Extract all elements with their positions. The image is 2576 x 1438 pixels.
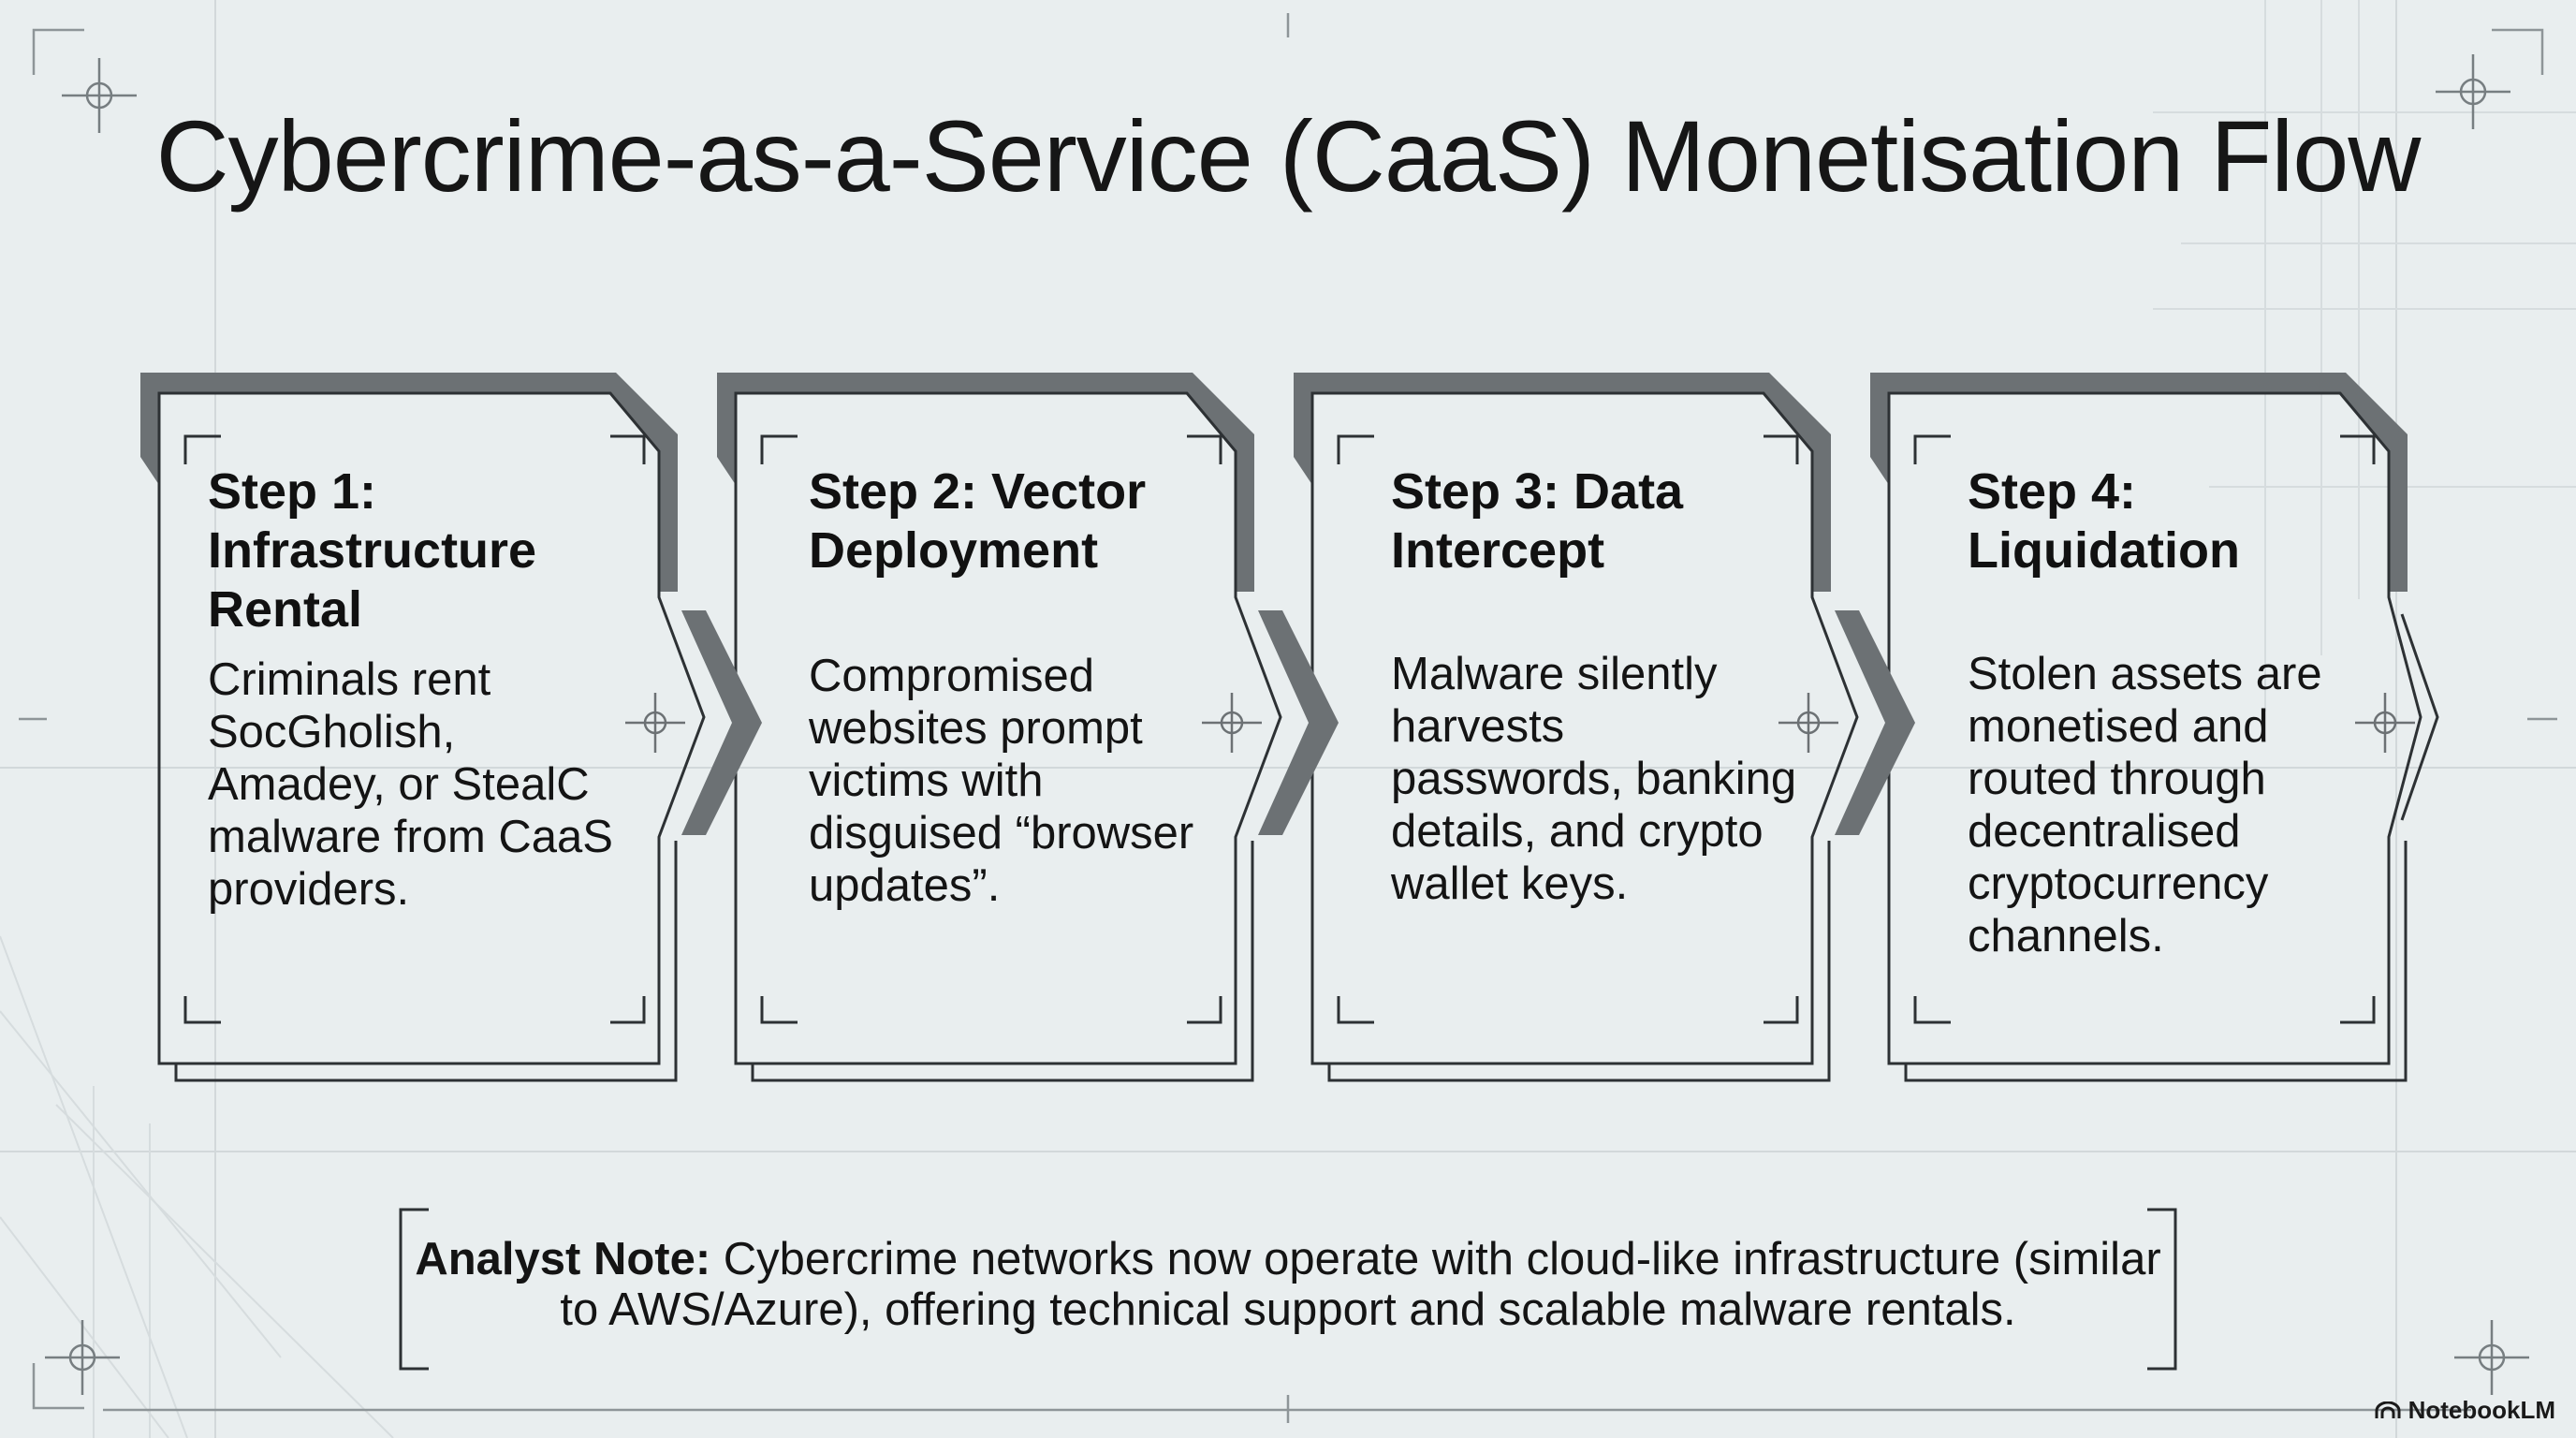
crosshair-icon bbox=[2355, 693, 2415, 753]
note-brackets bbox=[399, 1208, 2177, 1371]
step-card-3: Step 3: Data Intercept Malware silently … bbox=[1292, 373, 1859, 1084]
step-card-2: Step 2: Vector Deployment Compromised we… bbox=[715, 373, 1282, 1084]
step-frame bbox=[717, 373, 1282, 1082]
step-title: Step 2: Vector Deployment bbox=[809, 463, 1147, 579]
step-description: Malware silently harvests passwords, ban… bbox=[1391, 649, 1797, 909]
analyst-note: Analyst Note: Cybercrime networks now op… bbox=[399, 1234, 2177, 1335]
brand-name: NotebookLM bbox=[2408, 1396, 2555, 1424]
step-frame bbox=[140, 373, 706, 1082]
step-title: Step 4: Liquidation bbox=[1968, 463, 2240, 579]
chevron-right-icon bbox=[1835, 610, 1915, 835]
step-description: Compromised websites prompt victims with… bbox=[809, 651, 1194, 911]
step-description: Criminals rent SocGholish, Amadey, or St… bbox=[208, 654, 613, 915]
analyst-note-label: Analyst Note: bbox=[415, 1234, 711, 1284]
step-frame bbox=[1294, 373, 1859, 1082]
chevron-right-icon bbox=[681, 610, 762, 835]
notebooklm-logo-icon bbox=[2375, 1401, 2401, 1418]
step-title: Step 3: Data Intercept bbox=[1391, 463, 1684, 579]
step-card-1: Step 1: Infrastructure Rental Criminals … bbox=[139, 373, 706, 1084]
step-title: Step 1: Infrastructure Rental bbox=[208, 463, 537, 638]
brand-footer: NotebookLM bbox=[2375, 1396, 2555, 1425]
step-frame bbox=[1870, 373, 2439, 1082]
crosshair-icon bbox=[1202, 693, 1262, 753]
step-description: Stolen assets are monetised and routed t… bbox=[1968, 649, 2322, 961]
corner-crosshair-icons bbox=[45, 54, 2529, 1395]
crosshair-icon bbox=[1778, 693, 1838, 753]
analyst-note-text: Cybercrime networks now operate with clo… bbox=[560, 1234, 2161, 1335]
page-title: Cybercrime-as-a-Service (CaaS) Monetisat… bbox=[155, 99, 2422, 213]
step-card-4: Step 4: Liquidation Stolen assets are mo… bbox=[1868, 373, 2439, 1084]
chevron-right-icon bbox=[1258, 610, 1339, 835]
crosshair-icon bbox=[625, 693, 685, 753]
